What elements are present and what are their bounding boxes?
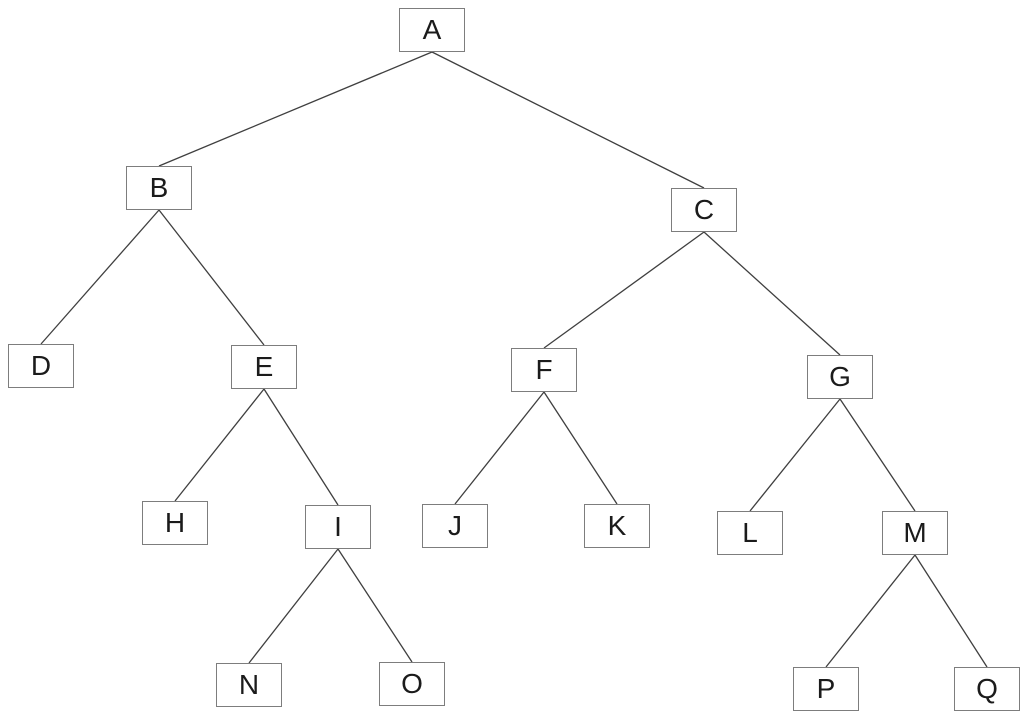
tree-node-d: D: [8, 344, 74, 388]
tree-node-b: B: [126, 166, 192, 210]
tree-node-j: J: [422, 504, 488, 548]
tree-edge-c-g: [703, 231, 841, 356]
tree-edge-m-q: [914, 554, 988, 668]
tree-node-n: N: [216, 663, 282, 707]
tree-edge-a-c: [431, 51, 705, 189]
tree-edge-a-b: [158, 51, 433, 167]
tree-node-l: L: [717, 511, 783, 555]
tree-edge-e-h: [174, 388, 265, 502]
tree-node-k: K: [584, 504, 650, 548]
tree-edge-f-k: [543, 391, 618, 505]
tree-node-c: C: [671, 188, 737, 232]
tree-edge-b-d: [40, 209, 160, 345]
tree-node-e: E: [231, 345, 297, 389]
tree-edge-e-i: [263, 388, 339, 506]
tree-node-a: A: [399, 8, 465, 52]
tree-edge-g-l: [749, 398, 841, 512]
tree-edge-c-f: [543, 231, 705, 349]
tree-edge-g-m: [839, 398, 916, 512]
tree-node-g: G: [807, 355, 873, 399]
tree-node-q: Q: [954, 667, 1020, 711]
tree-edge-b-e: [158, 209, 265, 346]
tree-node-f: F: [511, 348, 577, 392]
tree-edge-i-n: [248, 548, 339, 664]
tree-node-i: I: [305, 505, 371, 549]
tree-edge-i-o: [337, 548, 413, 663]
tree-node-h: H: [142, 501, 208, 545]
tree-node-m: M: [882, 511, 948, 555]
tree-node-p: P: [793, 667, 859, 711]
tree-edge-m-p: [825, 554, 916, 668]
tree-node-o: O: [379, 662, 445, 706]
tree-edge-f-j: [454, 391, 545, 505]
